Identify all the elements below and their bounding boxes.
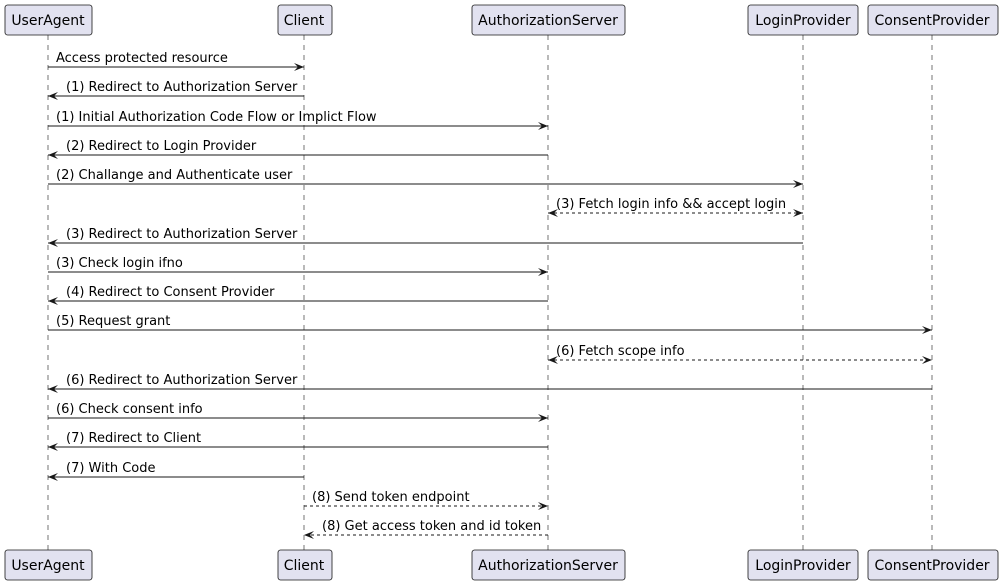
message-label: (3) Check login ifno	[56, 256, 183, 271]
participant-authorization-server-top: AuthorizationServer	[471, 4, 626, 36]
message-11: (6) Fetch scope info	[548, 344, 932, 364]
participant-box	[747, 4, 859, 36]
message-label: (5) Request grant	[56, 314, 170, 329]
message-2: (1) Redirect to Authorization Server	[48, 80, 304, 100]
message-label: Access protected resource	[56, 51, 228, 66]
arrowhead	[922, 326, 932, 334]
arrowhead	[48, 473, 58, 481]
participant-box	[277, 549, 333, 581]
arrowhead	[48, 239, 58, 247]
messages: Access protected resource (1) Redirect to…	[48, 51, 932, 539]
participant-label: AuthorizationServer	[478, 558, 618, 574]
participant-user-agent-bottom: UserAgent	[4, 549, 93, 581]
message-label: (2) Redirect to Login Provider	[66, 139, 257, 154]
participant-label: ConsentProvider	[874, 13, 989, 29]
message-label: (8) Send token endpoint	[312, 490, 470, 505]
arrowhead	[793, 209, 803, 217]
participant-consent-provider-bottom: ConsentProvider	[867, 549, 999, 581]
message-9: (4) Redirect to Consent Provider	[48, 285, 548, 305]
arrowhead	[538, 122, 548, 130]
participant-label: LoginProvider	[755, 558, 851, 574]
message-8: (3) Check login ifno	[48, 256, 548, 276]
arrowhead	[538, 502, 548, 510]
participant-login-provider-bottom: LoginProvider	[747, 549, 859, 581]
message-15: (7) With Code	[48, 461, 304, 481]
participant-label: Client	[284, 13, 325, 29]
message-label: (1) Initial Authorization Code Flow or I…	[56, 110, 377, 125]
arrowhead	[793, 180, 803, 188]
participant-client-top: Client	[277, 4, 333, 36]
arrowhead	[548, 356, 558, 364]
message-label: (6) Check consent info	[56, 402, 203, 417]
participant-box	[747, 549, 859, 581]
arrowhead	[48, 151, 58, 159]
message-10: (5) Request grant	[48, 314, 932, 334]
arrowhead	[48, 297, 58, 305]
participant-label: UserAgent	[11, 13, 85, 29]
arrowhead	[48, 92, 58, 100]
message-5: (2) Challange and Authenticate user	[48, 168, 803, 188]
participant-login-provider-top: LoginProvider	[747, 4, 859, 36]
arrowhead	[48, 443, 58, 451]
participant-client-bottom: Client	[277, 549, 333, 581]
participant-consent-provider-top: ConsentProvider	[867, 4, 999, 36]
message-3: (1) Initial Authorization Code Flow or I…	[48, 110, 548, 130]
participant-box	[867, 549, 999, 581]
message-6: (3) Fetch login info && accept login	[548, 197, 803, 217]
participants-top: UserAgent Client AuthorizationServer LoginP…	[4, 4, 999, 36]
message-label: (1) Redirect to Authorization Server	[66, 80, 298, 95]
arrowhead	[922, 356, 932, 364]
message-7: (3) Redirect to Authorization Server	[48, 227, 803, 247]
participant-box	[471, 549, 626, 581]
participant-user-agent-top: UserAgent	[4, 4, 93, 36]
message-14: (7) Redirect to Client	[48, 431, 548, 451]
participant-label: AuthorizationServer	[478, 13, 618, 29]
message-label: (4) Redirect to Consent Provider	[66, 285, 275, 300]
participant-box	[867, 4, 999, 36]
arrowhead	[538, 268, 548, 276]
message-1: Access protected resource	[48, 51, 304, 71]
message-label: (7) Redirect to Client	[66, 431, 201, 446]
participant-label: ConsentProvider	[874, 558, 989, 574]
participants-bottom: UserAgent Client AuthorizationServer LoginP…	[4, 549, 999, 581]
message-label: (3) Redirect to Authorization Server	[66, 227, 298, 242]
participant-box	[471, 4, 626, 36]
message-label: (6) Fetch scope info	[556, 344, 685, 359]
participant-authorization-server-bottom: AuthorizationServer	[471, 549, 626, 581]
message-label: (8) Get access token and id token	[322, 519, 541, 534]
arrowhead	[538, 414, 548, 422]
arrowhead	[294, 63, 304, 71]
participant-box	[4, 549, 93, 581]
message-16: (8) Send token endpoint	[304, 490, 548, 510]
message-label: (3) Fetch login info && accept login	[556, 197, 786, 212]
message-13: (6) Check consent info	[48, 402, 548, 422]
participant-label: Client	[284, 558, 325, 574]
arrowhead	[48, 385, 58, 393]
message-12: (6) Redirect to Authorization Server	[48, 373, 932, 393]
participant-label: LoginProvider	[755, 13, 851, 29]
participant-label: UserAgent	[11, 558, 85, 574]
participant-box	[277, 4, 333, 36]
arrowhead	[304, 531, 314, 539]
arrowhead	[548, 209, 558, 217]
message-4: (2) Redirect to Login Provider	[48, 139, 548, 159]
message-label: (2) Challange and Authenticate user	[56, 168, 293, 183]
participant-box	[4, 4, 93, 36]
message-17: (8) Get access token and id token	[304, 519, 548, 539]
message-label: (7) With Code	[66, 461, 155, 476]
message-label: (6) Redirect to Authorization Server	[66, 373, 298, 388]
